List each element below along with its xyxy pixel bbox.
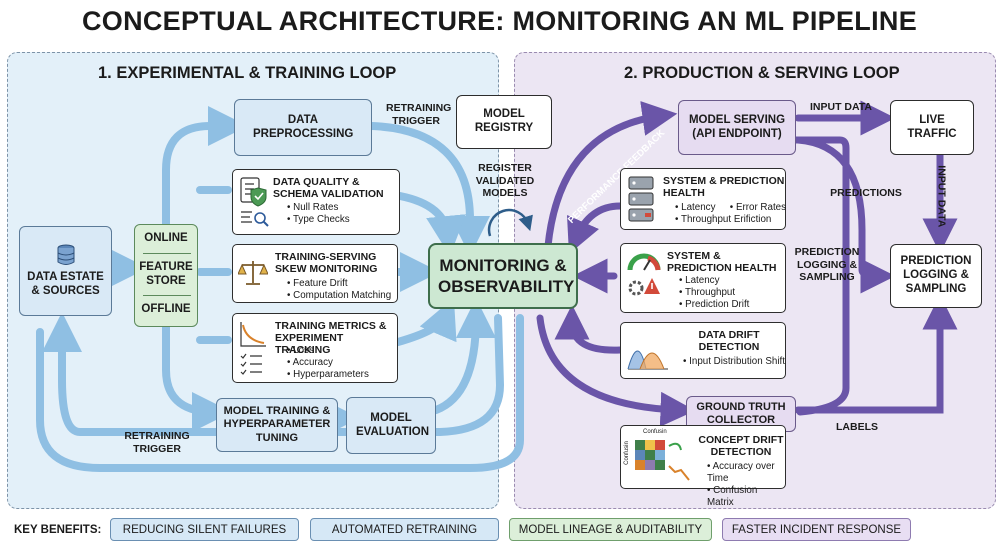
data-estate-label: DATA ESTATE & SOURCES xyxy=(27,271,104,297)
skew-item: Computation Matching xyxy=(287,290,391,302)
concept-drift-item: Confusion Matrix xyxy=(707,485,785,509)
benefit-chip: FASTER INCIDENT RESPONSE xyxy=(722,518,911,541)
concept-drift-title: CONCEPT DRIFT DETECTION xyxy=(698,434,784,459)
data-drift-title: DATA DRIFT DETECTION xyxy=(698,329,760,354)
feature-store-divider-top xyxy=(143,253,191,254)
model-registry-box[interactable]: MODEL REGISTRY xyxy=(456,95,552,149)
data-preprocessing-label: DATA PREPROCESSING xyxy=(253,113,354,140)
key-benefits-bar: KEY BENEFITS: REDUCING SILENT FAILURES A… xyxy=(0,515,999,543)
gauge-alert-icon xyxy=(627,253,661,296)
prediction-logging-box[interactable]: PREDICTION LOGGING & SAMPLING xyxy=(890,244,982,308)
data-drift-item: Input Distribution Shift xyxy=(683,356,785,368)
concept-drift-item: Accuracy over Time xyxy=(707,461,785,485)
model-evaluation-label: MODEL EVALUATION xyxy=(356,411,430,438)
system-health-2-item: Latency xyxy=(679,275,749,287)
model-evaluation-box[interactable]: MODEL EVALUATION xyxy=(346,397,436,454)
data-quality-title: DATA QUALITY & SCHEMA VALIDATION xyxy=(273,176,384,201)
system-health-1-title: SYSTEM & PREDICTION HEALTH xyxy=(663,175,785,200)
loss-curve-icon xyxy=(240,322,266,375)
benefit-chip: AUTOMATED RETRAINING xyxy=(310,518,499,541)
monitoring-label: MONITORING & OBSERVABILITY xyxy=(438,255,575,296)
retraining-trigger-bottom-label: RETRAINING TRIGGER xyxy=(124,430,190,455)
data-drift-card: DATA DRIFT DETECTION Input Distribution … xyxy=(620,322,786,379)
balance-scale-icon xyxy=(238,261,268,285)
checklist-shield-icon xyxy=(240,177,269,227)
register-validated-label: REGISTER VALIDATED MODELS xyxy=(475,162,535,200)
model-serving-box[interactable]: MODEL SERVING (API ENDPOINT) xyxy=(678,100,796,155)
benefit-chip: REDUCING SILENT FAILURES xyxy=(110,518,299,541)
data-preprocessing-box[interactable]: DATA PREPROCESSING xyxy=(234,99,372,156)
system-health-card-1: SYSTEM & PREDICTION HEALTH Latency Error… xyxy=(620,168,786,230)
feature-store-name: FEATURE STORE xyxy=(139,261,193,287)
matrix-top-label: Confusin xyxy=(643,429,667,435)
feature-store-online: ONLINE xyxy=(144,232,188,244)
system-health-1-item: Throughput Erifiction xyxy=(675,214,793,226)
live-traffic-label: LIVE TRAFFIC xyxy=(907,113,957,140)
predictions-label: PREDICTIONS xyxy=(830,187,902,199)
serving-loop-title: 2. PRODUCTION & SERVING LOOP xyxy=(624,64,900,82)
database-icon xyxy=(57,244,74,266)
system-health-2-item: Throughput xyxy=(679,287,749,299)
feature-store-box[interactable]: ONLINE FEATURE STORE OFFLINE xyxy=(134,224,198,327)
model-training-label: MODEL TRAINING & HYPERPARAMETER TUNING xyxy=(223,405,331,444)
training-serving-skew-card: TRAINING-SERVING SKEW MONITORING Feature… xyxy=(232,244,398,303)
training-metrics-item: Accuracy xyxy=(287,357,369,369)
system-health-2-title: SYSTEM & PREDICTION HEALTH xyxy=(667,250,777,275)
data-quality-item: Type Checks xyxy=(287,214,350,226)
system-health-card-2: SYSTEM & PREDICTION HEALTH Latency Throu… xyxy=(620,243,786,313)
feature-store-divider-bottom xyxy=(143,295,191,296)
data-quality-item: Null Rates xyxy=(287,202,350,214)
skew-title: TRAINING-SERVING SKEW MONITORING xyxy=(275,251,378,276)
diagram-title: CONCEPTUAL ARCHITECTURE: MONITORING AN M… xyxy=(81,6,918,36)
input-data-side-label: INPUT DATA xyxy=(935,165,948,228)
prediction-logging-side-label: PREDICTION LOGGING & SAMPLING xyxy=(794,246,860,284)
monitoring-observability-hub[interactable]: MONITORING & OBSERVABILITY xyxy=(428,243,578,309)
skew-item: Feature Drift xyxy=(287,278,391,290)
training-metrics-item: Loss xyxy=(287,345,369,357)
input-data-top-label: INPUT DATA xyxy=(809,101,873,113)
ground-truth-label: GROUND TRUTH COLLECTOR xyxy=(696,400,786,426)
data-quality-card: DATA QUALITY & SCHEMA VALIDATION Null Ra… xyxy=(232,169,400,235)
system-health-1-item: Latency xyxy=(675,202,727,214)
labels-label: LABELS xyxy=(836,421,878,433)
system-health-1-item: Error Rates xyxy=(730,202,786,214)
matrix-side-label: Confusin xyxy=(623,441,630,465)
data-estate-box[interactable]: DATA ESTATE & SOURCES xyxy=(19,226,112,316)
feature-store-offline: OFFLINE xyxy=(141,303,191,315)
training-metrics-card: TRAINING METRICS & EXPERIMENT TRACKING L… xyxy=(232,313,398,383)
key-benefits-label: KEY BENEFITS: xyxy=(14,524,102,536)
prediction-logging-box-label: PREDICTION LOGGING & SAMPLING xyxy=(900,255,972,295)
training-metrics-item: Hyperparameters xyxy=(287,369,369,381)
server-rack-icon xyxy=(628,176,654,222)
benefit-chip: MODEL LINEAGE & AUDITABILITY xyxy=(509,518,712,541)
distribution-shift-icon xyxy=(627,350,668,370)
confusion-matrix-icon xyxy=(635,440,690,481)
model-training-box[interactable]: MODEL TRAINING & HYPERPARAMETER TUNING xyxy=(216,398,338,452)
live-traffic-box[interactable]: LIVE TRAFFIC xyxy=(890,100,974,155)
model-serving-label: MODEL SERVING (API ENDPOINT) xyxy=(688,113,786,140)
retraining-trigger-top-label: RETRAINING TRIGGER xyxy=(386,102,452,127)
concept-drift-card: Confusin Confusin CONCEPT DRIFT DETECTIO… xyxy=(620,425,786,508)
model-registry-label: MODEL REGISTRY xyxy=(474,108,534,134)
system-health-2-item: Prediction Drift xyxy=(679,299,749,311)
training-loop-title: 1. EXPERIMENTAL & TRAINING LOOP xyxy=(98,64,397,82)
